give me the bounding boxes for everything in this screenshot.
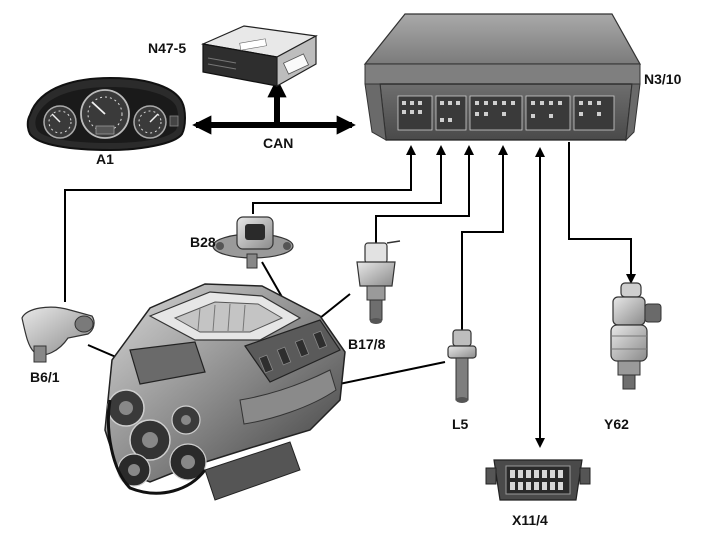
v-engine-icon [104,283,346,501]
label-can: CAN [263,135,293,151]
fuel-injector-icon [610,282,662,390]
engine-control-unit-icon [363,13,642,142]
label-b17-8: B17/8 [348,336,386,352]
y62-control-line [568,142,636,284]
instrument-cluster-icon [26,76,186,152]
l5-signal-line [461,145,508,330]
label-l5: L5 [452,416,469,432]
crankshaft-sensor-icon [447,329,477,403]
label-b28: B28 [190,234,216,250]
connection-lines [64,78,636,448]
diagnostic-connector-icon [485,459,591,501]
label-a1: A1 [96,151,114,167]
label-n3-10: N3/10 [644,71,682,87]
camshaft-sensor-icon [21,306,95,363]
pressure-sensor-icon [212,216,294,269]
label-n47-5: N47-5 [148,40,186,56]
label-x11-4: X11/4 [512,512,548,528]
label-y62: Y62 [604,416,629,432]
control-unit-module-icon [200,25,318,88]
b28-signal-line [252,145,446,214]
label-b6-1: B6/1 [30,369,60,385]
temperature-sensor-icon [356,240,401,324]
b17-8-signal-line [375,145,474,243]
b6-1-signal-line [64,145,416,302]
